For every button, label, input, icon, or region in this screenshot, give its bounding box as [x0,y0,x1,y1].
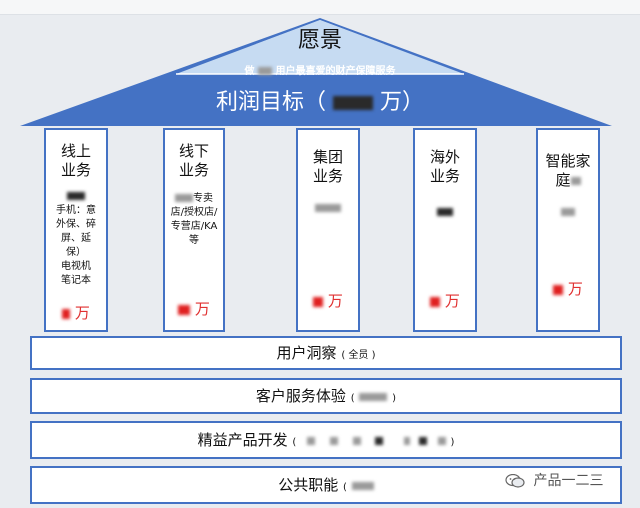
watermark: 产品一二三 [505,470,603,490]
band-note: ( [292,437,297,448]
pillar-offline: 线下 业务 专卖 店/授权店/ 专营店/KA 等 万 [163,128,225,332]
desc-line: 笔记本 [61,275,91,286]
pillar-group: 集团 业务 万 [296,128,360,332]
redacted-mark [351,481,374,490]
redacted-mark [404,436,411,445]
amount-unit: 万 [444,292,460,310]
band-label: 用户洞察 [276,344,337,362]
band-note-end: ) [450,437,455,448]
pillar-title-line: 海外 [429,148,460,166]
pillar-overseas: 海外 业务 万 [413,128,477,332]
redacted-mark [329,436,338,445]
band-customer-service: 客户服务体验 ( ) [30,378,622,414]
redacted-mark [430,296,441,307]
pillar-title-line: 庭 [538,171,598,190]
desc-line: 专卖 [193,193,213,204]
vision-title: 愿景 [297,28,342,53]
vision-subtitle-b: 用户最喜爱的财产保障服务 [275,66,396,77]
redacted-mark [175,194,193,202]
pillar-title: 集团 业务 [298,148,358,186]
redacted-mark [67,192,85,200]
pillar-online: 线上 业务 手机：意 外保、碎 屏、延 保） 电视机 笔记本 万 [44,128,108,332]
band-note: ( [343,482,347,493]
pillar-smart-home: 智能家 庭 万 [536,128,600,332]
pillar-desc [415,206,475,220]
band-label: 公共职能 [278,476,339,494]
redacted-mark [313,296,324,307]
pillar-amount: 万 [298,290,358,311]
redacted-mark [258,67,272,75]
profit-suffix: 万） [380,90,425,115]
pillar-desc [298,202,358,216]
profit-target: 利润目标（ 万） [0,84,640,116]
band-note: ( [350,393,355,404]
pillar-title-line: 线下 [178,142,209,160]
vision-subtitle-a: 做 [244,66,255,77]
redacted-mark [375,436,384,445]
desc-line: 店/授权店/ [170,207,218,218]
redacted-mark [570,176,581,185]
redacted-mark [333,96,373,110]
pillar-title-line: 线上 [60,142,91,160]
wechat-icon [505,474,525,488]
pillar-title: 海外 业务 [415,148,475,186]
profit-prefix: 利润目标（ [215,90,326,115]
desc-line: 保） [66,247,86,258]
band-label: 客户服务体验 [255,387,346,405]
band-lean-product: 精益产品开发 ( ) [30,421,622,459]
pillar-title: 线下 业务 [165,142,223,180]
desc-line: 外保、碎 [56,219,96,230]
pillar-amount: 万 [415,290,475,311]
desc-line: 手机：意 [56,205,96,216]
desc-line: 等 [189,235,199,246]
redacted-mark [437,436,446,445]
band-note-end: ) [392,393,397,404]
pillar-title-line: 业务 [60,161,91,179]
band-note: ( 全员 ) [341,350,376,361]
vision-apex [176,20,464,74]
redacted-mark [561,208,575,216]
pillar-amount: 万 [46,302,106,323]
band-label: 精益产品开发 [197,431,288,449]
redacted-mark [62,308,71,319]
amount-unit: 万 [74,304,90,322]
pillar-desc: 手机：意 外保、碎 屏、延 保） 电视机 笔记本 [46,190,106,288]
band-user-insight: 用户洞察 ( 全员 ) [30,336,622,370]
desc-line: 屏、延 [61,233,91,244]
top-strip [0,0,640,15]
redacted-mark [418,436,427,445]
pillar-title-line: 业务 [312,167,343,185]
pillar-title-line: 业务 [429,167,460,185]
redacted-mark [315,204,341,212]
pillar-amount: 万 [165,298,223,319]
vision-subtitle: 做 用户最喜爱的财产保障服务 [0,62,640,77]
desc-line: 电视机 [61,261,91,272]
amount-unit: 万 [194,300,210,318]
desc-line: 专营店/KA [170,221,218,232]
redacted-mark [553,284,564,295]
pillar-title: 线上 业务 [46,142,106,180]
amount-unit: 万 [567,280,583,298]
pillar-amount: 万 [538,278,598,299]
pillar-title: 智能家 庭 [538,152,598,190]
amount-unit: 万 [327,292,343,310]
pillar-title-line: 业务 [178,161,209,179]
redacted-mark [352,436,361,445]
pillar-title-line: 集团 [312,148,343,166]
pillar-title-line: 智能家 [545,152,591,170]
redacted-mark [359,392,388,401]
redacted-mark [437,208,453,216]
redacted-mark [307,436,316,445]
watermark-text: 产品一二三 [533,473,604,489]
pillar-desc: 专卖 店/授权店/ 专营店/KA 等 [165,192,223,248]
pillar-desc [538,206,598,220]
redacted-mark [178,304,191,315]
